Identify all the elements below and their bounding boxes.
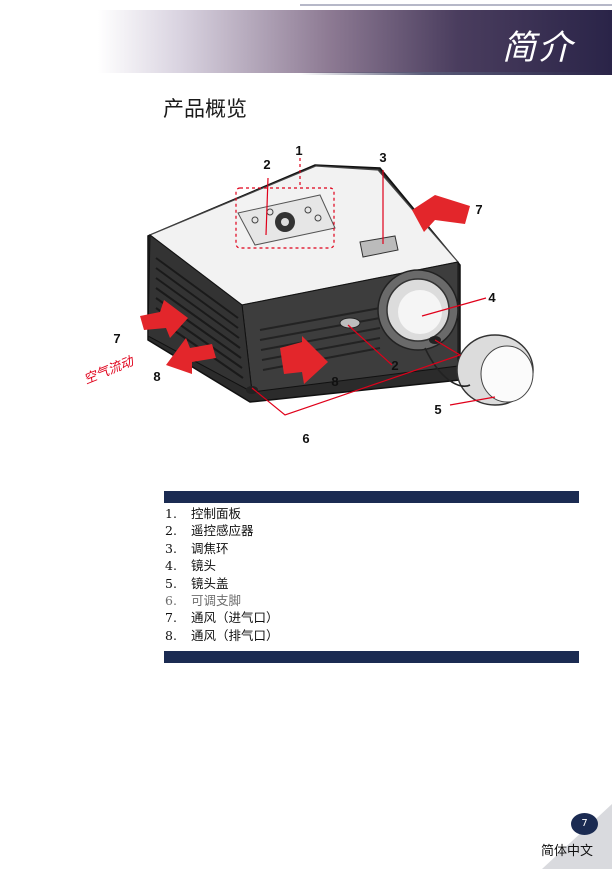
intake-arrow-right	[412, 195, 470, 232]
intake-arrow-left	[140, 300, 188, 338]
chapter-title: 简介	[502, 28, 574, 68]
callout-7-right: 7	[475, 202, 482, 217]
airflow-label: 空气流动	[82, 354, 138, 388]
header-top-line	[300, 4, 612, 6]
callout-5: 5	[434, 402, 441, 417]
callout-lines	[235, 158, 496, 416]
list-item: 8.通风（排气口）	[165, 627, 279, 643]
parts-list: 1.控制面板 2.遥控感应器 3.调焦环 4.镜头 5.镜头盖 6.可调支脚 7…	[165, 505, 279, 644]
callout-numbers: 1 2 3 7 4 7 2 8 8 5 6	[113, 143, 496, 446]
header-bottom-line	[300, 72, 612, 75]
language-label: 简体中文	[541, 844, 594, 859]
callout-1: 1	[295, 143, 302, 158]
exhaust-arrow-left	[166, 338, 216, 374]
list-top-bar	[164, 491, 579, 503]
list-item: 5.镜头盖	[165, 575, 229, 591]
callout-4: 4	[488, 290, 496, 305]
callout-2-front: 2	[391, 358, 398, 373]
list-item: 3.调焦环	[165, 540, 229, 556]
projector-illustration	[147, 164, 534, 406]
callout-3: 3	[379, 150, 386, 165]
callout-7-left: 7	[113, 331, 120, 346]
airflow-arrows	[140, 195, 470, 384]
list-bottom-bar	[164, 651, 579, 663]
callout-8-left: 8	[153, 369, 160, 384]
list-item: 6.可调支脚	[165, 592, 242, 608]
section-title: 产品概览	[163, 97, 247, 121]
list-item: 1.控制面板	[165, 506, 242, 521]
page-number: 7	[571, 813, 598, 835]
callout-8-front: 8	[331, 374, 338, 389]
header-band	[98, 10, 612, 73]
exhaust-arrow-front	[280, 336, 328, 384]
list-item: 2.遥控感应器	[165, 523, 254, 539]
page-header: 简介	[0, 0, 612, 75]
list-item: 4.镜头	[165, 558, 217, 574]
projector-diagram: 1 2 3 7 4 7 2 8 8 5 6 空气流动	[82, 143, 534, 446]
callout-2-top: 2	[263, 157, 270, 172]
callout-6: 6	[302, 431, 309, 446]
list-item: 7.通风（进气口）	[165, 610, 279, 626]
